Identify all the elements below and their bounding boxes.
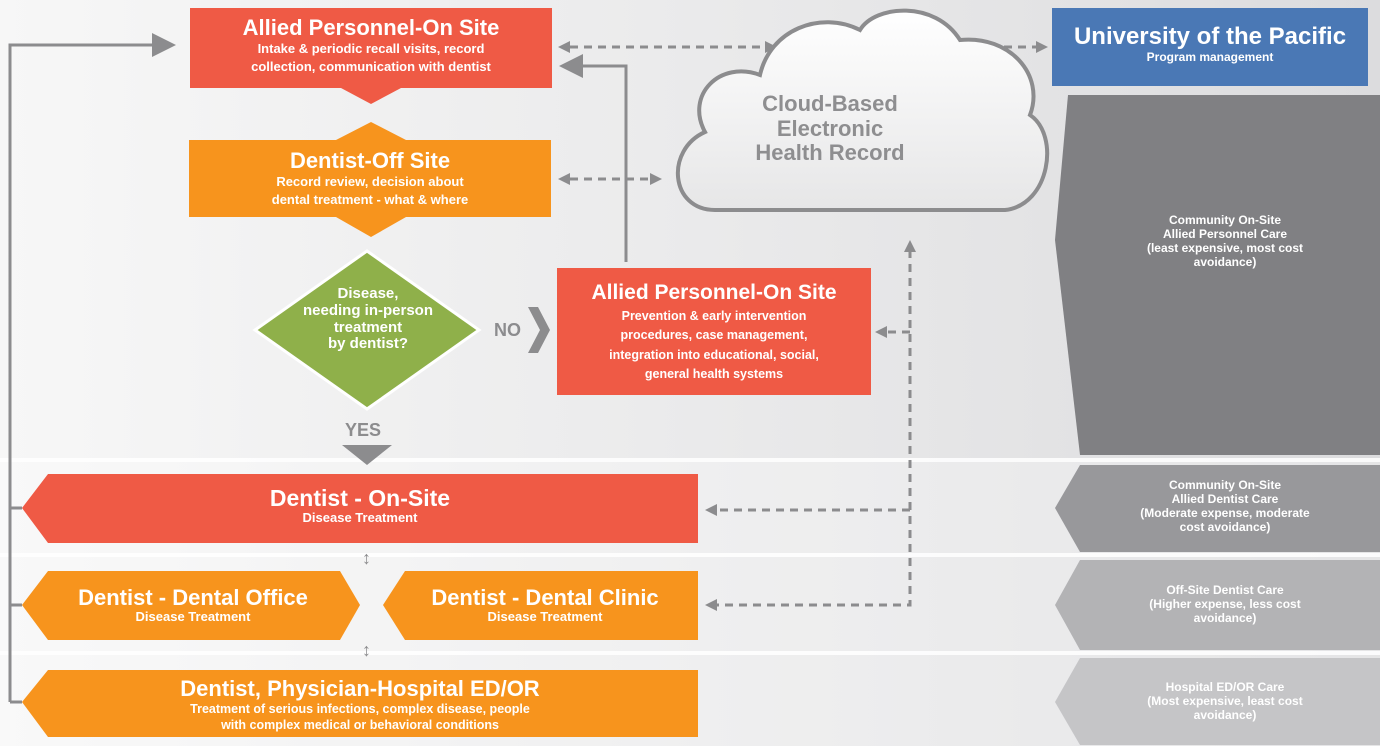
allied-mid-title: Allied Personnel-On Site (591, 281, 837, 304)
hospital-desc-1: Treatment of serious infections, complex… (190, 702, 530, 717)
allied-top-pointer (341, 88, 401, 104)
dental-clinic-box: Dentist - Dental Clinic Disease Treatmen… (376, 586, 714, 625)
dental-clinic-shape (383, 571, 698, 640)
decision-line-2: needing in-person (302, 301, 433, 319)
decision-line-3: treatment (333, 318, 403, 336)
dental-office-box: Dentist - Dental Office Disease Treatmen… (28, 586, 358, 625)
no-chevron (528, 307, 550, 353)
allied-mid-desc-3: integration into educational, social, (609, 347, 819, 362)
level-3-line-3: avoidance) (1193, 611, 1257, 626)
offsite-desc-1: Record review, decision about (276, 174, 464, 190)
level-4-line-2: (Most expensive, least cost (1147, 694, 1303, 709)
university-title: University of the Pacific (1073, 23, 1347, 50)
university-subtitle: Program management (1146, 50, 1274, 65)
dentist-onsite-desc: Disease Treatment (302, 510, 418, 526)
allied-mid-to-top-line (559, 54, 628, 262)
dental-office-shape (22, 571, 360, 640)
updown-arrow-2: ↕ (362, 640, 371, 660)
dentist-onsite-shape (22, 474, 698, 543)
offsite-title: Dentist-Off Site (289, 148, 451, 173)
hospital-title: Dentist, Physician-Hospital ED/OR (180, 676, 540, 701)
yes-arrow (342, 445, 392, 465)
level-2-line-4: cost avoidance) (1179, 520, 1271, 535)
allied-top-desc-2: collection, communication with dentist (251, 59, 491, 75)
level-4-line-1: Hospital ED/OR Care (1165, 680, 1285, 694)
cloud-line-3: Health Record (755, 140, 905, 166)
level-2-line-3: (Moderate expense, moderate (1140, 506, 1310, 521)
allied-mid-desc-4: general health systems (644, 367, 784, 382)
dentist-onsite-box: Dentist - On-Site Disease Treatment (20, 486, 700, 526)
level-shape-2 (1055, 465, 1380, 552)
level-3-line-2: (Higher expense, less cost (1149, 597, 1301, 612)
allied-top-title: Allied Personnel-On Site (242, 15, 500, 40)
level-3-text: Off-Site Dentist Care (Higher expense, l… (1120, 583, 1330, 625)
level-4-text: Hospital ED/OR Care (Most expensive, lea… (1120, 680, 1330, 722)
cloud-shape (675, 8, 1050, 212)
level-1-line-2: Allied Personnel Care (1162, 227, 1288, 242)
decision-line-4: by dentist? (327, 335, 408, 353)
level-3-line-1: Off-Site Dentist Care (1166, 583, 1284, 597)
allied-mid-desc-1: Prevention & early intervention (621, 309, 807, 324)
decision-line-1: Disease, (337, 285, 399, 302)
level-1-text: Community On-Site Allied Personnel Care … (1120, 213, 1330, 269)
cloud-line-2: Electronic (776, 115, 884, 141)
level-4-line-3: avoidance) (1193, 708, 1257, 723)
university-box: University of the Pacific Program manage… (1052, 8, 1368, 86)
offsite-desc-2: dental treatment - what & where (271, 192, 469, 208)
dental-office-desc: Disease Treatment (135, 609, 251, 625)
allied-mid-desc-2: procedures, case management, (620, 328, 808, 343)
level-1-line-1: Community On-Site (1168, 213, 1281, 227)
level-shape-4 (1055, 658, 1380, 745)
hospital-shape (22, 670, 698, 737)
level-shape-3 (1055, 560, 1380, 650)
cloud-line-1: Cloud-Based (762, 91, 898, 116)
dentist-offsite-box: Dentist-Off Site Record review, decision… (189, 140, 551, 217)
hospital-desc-2: with complex medical or behavioral condi… (221, 718, 499, 733)
level-2-line-1: Community On-Site (1168, 478, 1281, 492)
allied-top-desc-1: Intake & periodic recall visits, record (257, 41, 485, 57)
allied-personnel-mid-box: Allied Personnel-On Site Prevention & ea… (557, 268, 871, 395)
cloud-label: Cloud-Based Electronic Health Record (730, 91, 930, 166)
dental-clinic-desc: Disease Treatment (487, 609, 603, 625)
dash-cloud-down (715, 250, 912, 607)
no-label: NO (494, 320, 521, 340)
level-2-line-2: Allied Dentist Care (1171, 492, 1279, 507)
yes-label: YES (345, 420, 382, 440)
dental-office-title: Dentist - Dental Office (78, 585, 308, 610)
level-shape-1 (1055, 95, 1380, 455)
level-1-line-3: (least expensive, most cost (1146, 241, 1304, 256)
offsite-bottom-point (336, 217, 406, 237)
dental-clinic-title: Dentist - Dental Clinic (431, 585, 659, 610)
decision-diamond (252, 249, 482, 411)
decision-text: Disease, needing in-person treatment by … (268, 285, 468, 353)
dentist-onsite-title: Dentist - On-Site (269, 485, 451, 511)
level-1-line-4: avoidance) (1193, 255, 1257, 270)
allied-personnel-top-box: Allied Personnel-On Site Intake & period… (190, 8, 552, 88)
updown-arrow-1: ↕ (362, 548, 371, 568)
level-2-text: Community On-Site Allied Dentist Care (M… (1120, 478, 1330, 534)
left-loop-line (8, 33, 176, 510)
offsite-top-point (336, 122, 406, 140)
hospital-box: Dentist, Physician-Hospital ED/OR Treatm… (20, 677, 700, 733)
